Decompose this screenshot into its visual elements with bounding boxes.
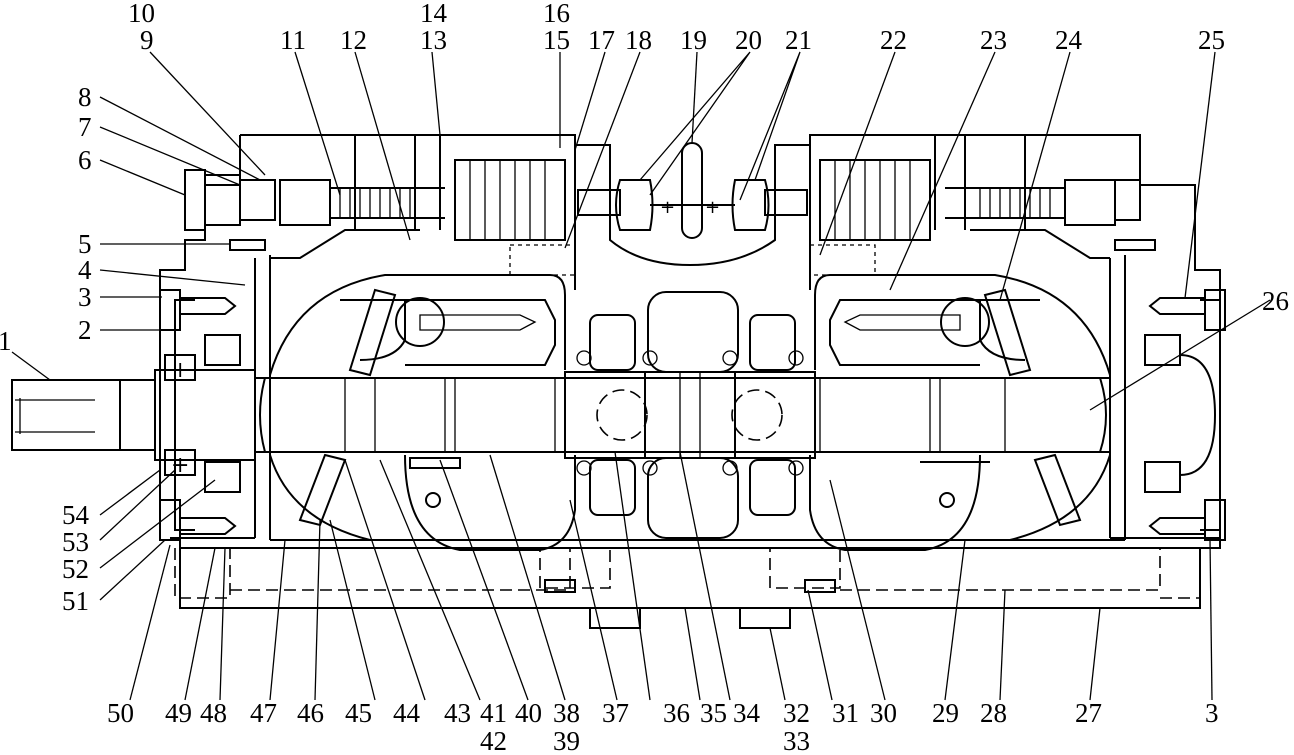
oil-channels bbox=[174, 547, 1201, 629]
label-31: 31 bbox=[832, 698, 859, 728]
label-1: 1 bbox=[0, 326, 12, 356]
label-53: 53 bbox=[62, 527, 89, 557]
label-20: 20 bbox=[735, 25, 762, 55]
label-41: 41 bbox=[480, 698, 507, 728]
label-13: 13 bbox=[420, 25, 447, 55]
label-46: 46 bbox=[297, 698, 324, 728]
label-40: 40 bbox=[515, 698, 542, 728]
label-54: 54 bbox=[62, 500, 90, 530]
label-15: 15 bbox=[543, 25, 570, 55]
label-37: 37 bbox=[602, 698, 629, 728]
label-49: 49 bbox=[165, 698, 192, 728]
label-32: 32 bbox=[783, 698, 810, 728]
svg-text:+: + bbox=[660, 197, 675, 218]
label-26: 26 bbox=[1262, 286, 1289, 316]
main-shaft bbox=[11, 369, 1110, 461]
label-34: 34 bbox=[733, 698, 761, 728]
label-36: 36 bbox=[663, 698, 690, 728]
label-28: 28 bbox=[980, 698, 1007, 728]
label-38: 38 bbox=[553, 698, 580, 728]
label-42: 42 bbox=[480, 726, 507, 755]
label-50: 50 bbox=[107, 698, 134, 728]
label-7: 7 bbox=[78, 112, 92, 142]
label-51: 51 bbox=[62, 586, 89, 616]
label-21: 21 bbox=[785, 25, 812, 55]
label-3b: 3 bbox=[1205, 698, 1219, 728]
label-33: 33 bbox=[783, 726, 810, 755]
label-2: 2 bbox=[78, 315, 92, 345]
label-52: 52 bbox=[62, 554, 89, 584]
label-8: 8 bbox=[78, 82, 92, 112]
central-discs bbox=[576, 291, 804, 539]
housing bbox=[159, 134, 1221, 609]
label-47: 47 bbox=[250, 698, 277, 728]
svg-text:+: + bbox=[705, 197, 720, 218]
label-3: 3 bbox=[78, 282, 92, 312]
label-25: 25 bbox=[1198, 25, 1225, 55]
bevel-housings bbox=[269, 274, 1111, 551]
label-14: 14 bbox=[420, 0, 448, 28]
label-22: 22 bbox=[880, 25, 907, 55]
label-24: 24 bbox=[1055, 25, 1083, 55]
label-27: 27 bbox=[1075, 698, 1102, 728]
label-43: 43 bbox=[444, 698, 471, 728]
label-16: 16 bbox=[543, 0, 570, 28]
label-44: 44 bbox=[393, 698, 421, 728]
label-29: 29 bbox=[932, 698, 959, 728]
svg-text:+: + bbox=[171, 453, 189, 478]
label-9: 9 bbox=[140, 25, 154, 55]
upper-gears: + + bbox=[454, 142, 931, 276]
label-18: 18 bbox=[625, 25, 652, 55]
svg-text:+: + bbox=[171, 358, 189, 383]
label-6: 6 bbox=[78, 145, 92, 175]
adjusting-screws bbox=[184, 169, 1141, 231]
label-45: 45 bbox=[345, 698, 372, 728]
bearings: + + bbox=[159, 239, 1226, 541]
label-23: 23 bbox=[980, 25, 1007, 55]
label-35: 35 bbox=[700, 698, 727, 728]
label-4: 4 bbox=[78, 255, 92, 285]
label-12: 12 bbox=[340, 25, 367, 55]
label-5: 5 bbox=[78, 229, 92, 259]
label-17: 17 bbox=[588, 25, 615, 55]
label-10: 10 bbox=[128, 0, 155, 28]
leader-lines bbox=[11, 51, 1271, 701]
label-48: 48 bbox=[200, 698, 227, 728]
label-30: 30 bbox=[870, 698, 897, 728]
label-11: 11 bbox=[280, 25, 306, 55]
label-19: 19 bbox=[680, 25, 707, 55]
label-39: 39 bbox=[553, 726, 580, 755]
